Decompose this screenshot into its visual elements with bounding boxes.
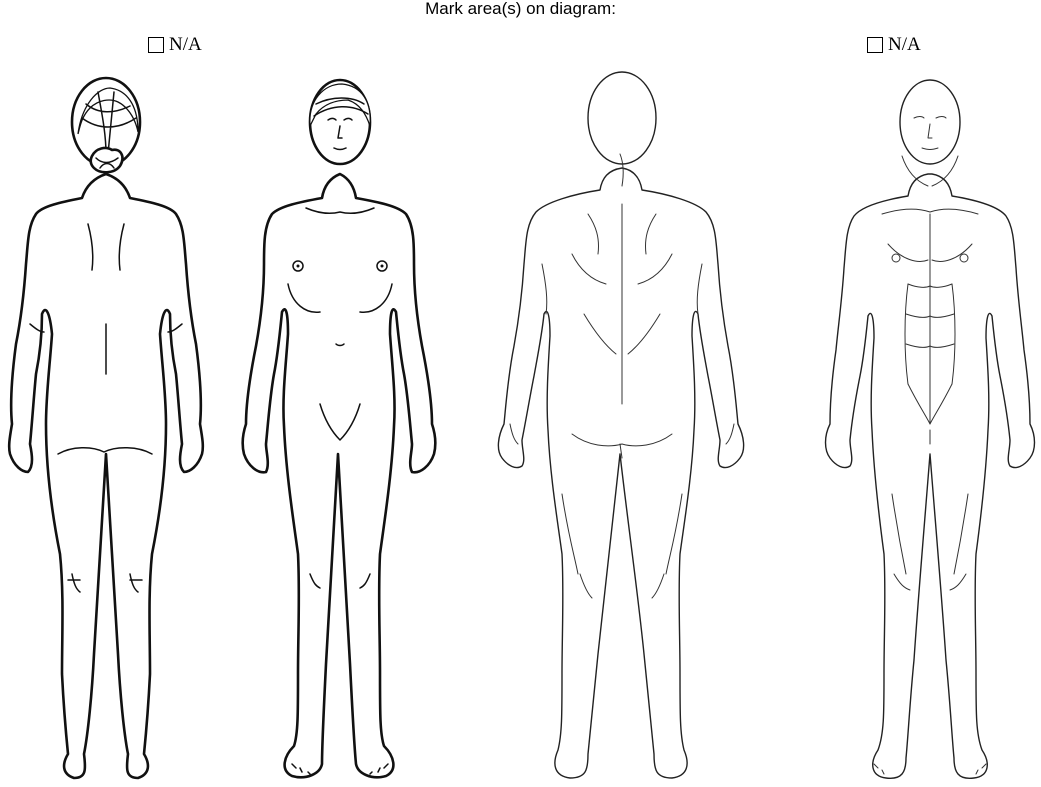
female-front-diagram[interactable] <box>236 74 442 782</box>
male-back-diagram[interactable] <box>492 74 752 782</box>
na-label: N/A <box>888 34 921 56</box>
na-label: N/A <box>169 34 202 56</box>
na-checkbox-female[interactable]: N/A <box>148 34 202 56</box>
female-back-diagram[interactable] <box>2 74 210 782</box>
checkbox-box[interactable] <box>148 37 164 53</box>
female-body-front-view-icon[interactable] <box>236 74 442 782</box>
diagram-instruction: Mark area(s) on diagram: <box>0 0 1041 20</box>
male-body-back-view-icon[interactable] <box>492 74 752 782</box>
checkbox-box[interactable] <box>867 37 883 53</box>
na-checkbox-male[interactable]: N/A <box>867 34 921 56</box>
female-body-back-view-icon[interactable] <box>2 74 210 782</box>
male-front-diagram[interactable] <box>822 74 1041 782</box>
male-body-front-view-icon[interactable] <box>822 74 1041 782</box>
